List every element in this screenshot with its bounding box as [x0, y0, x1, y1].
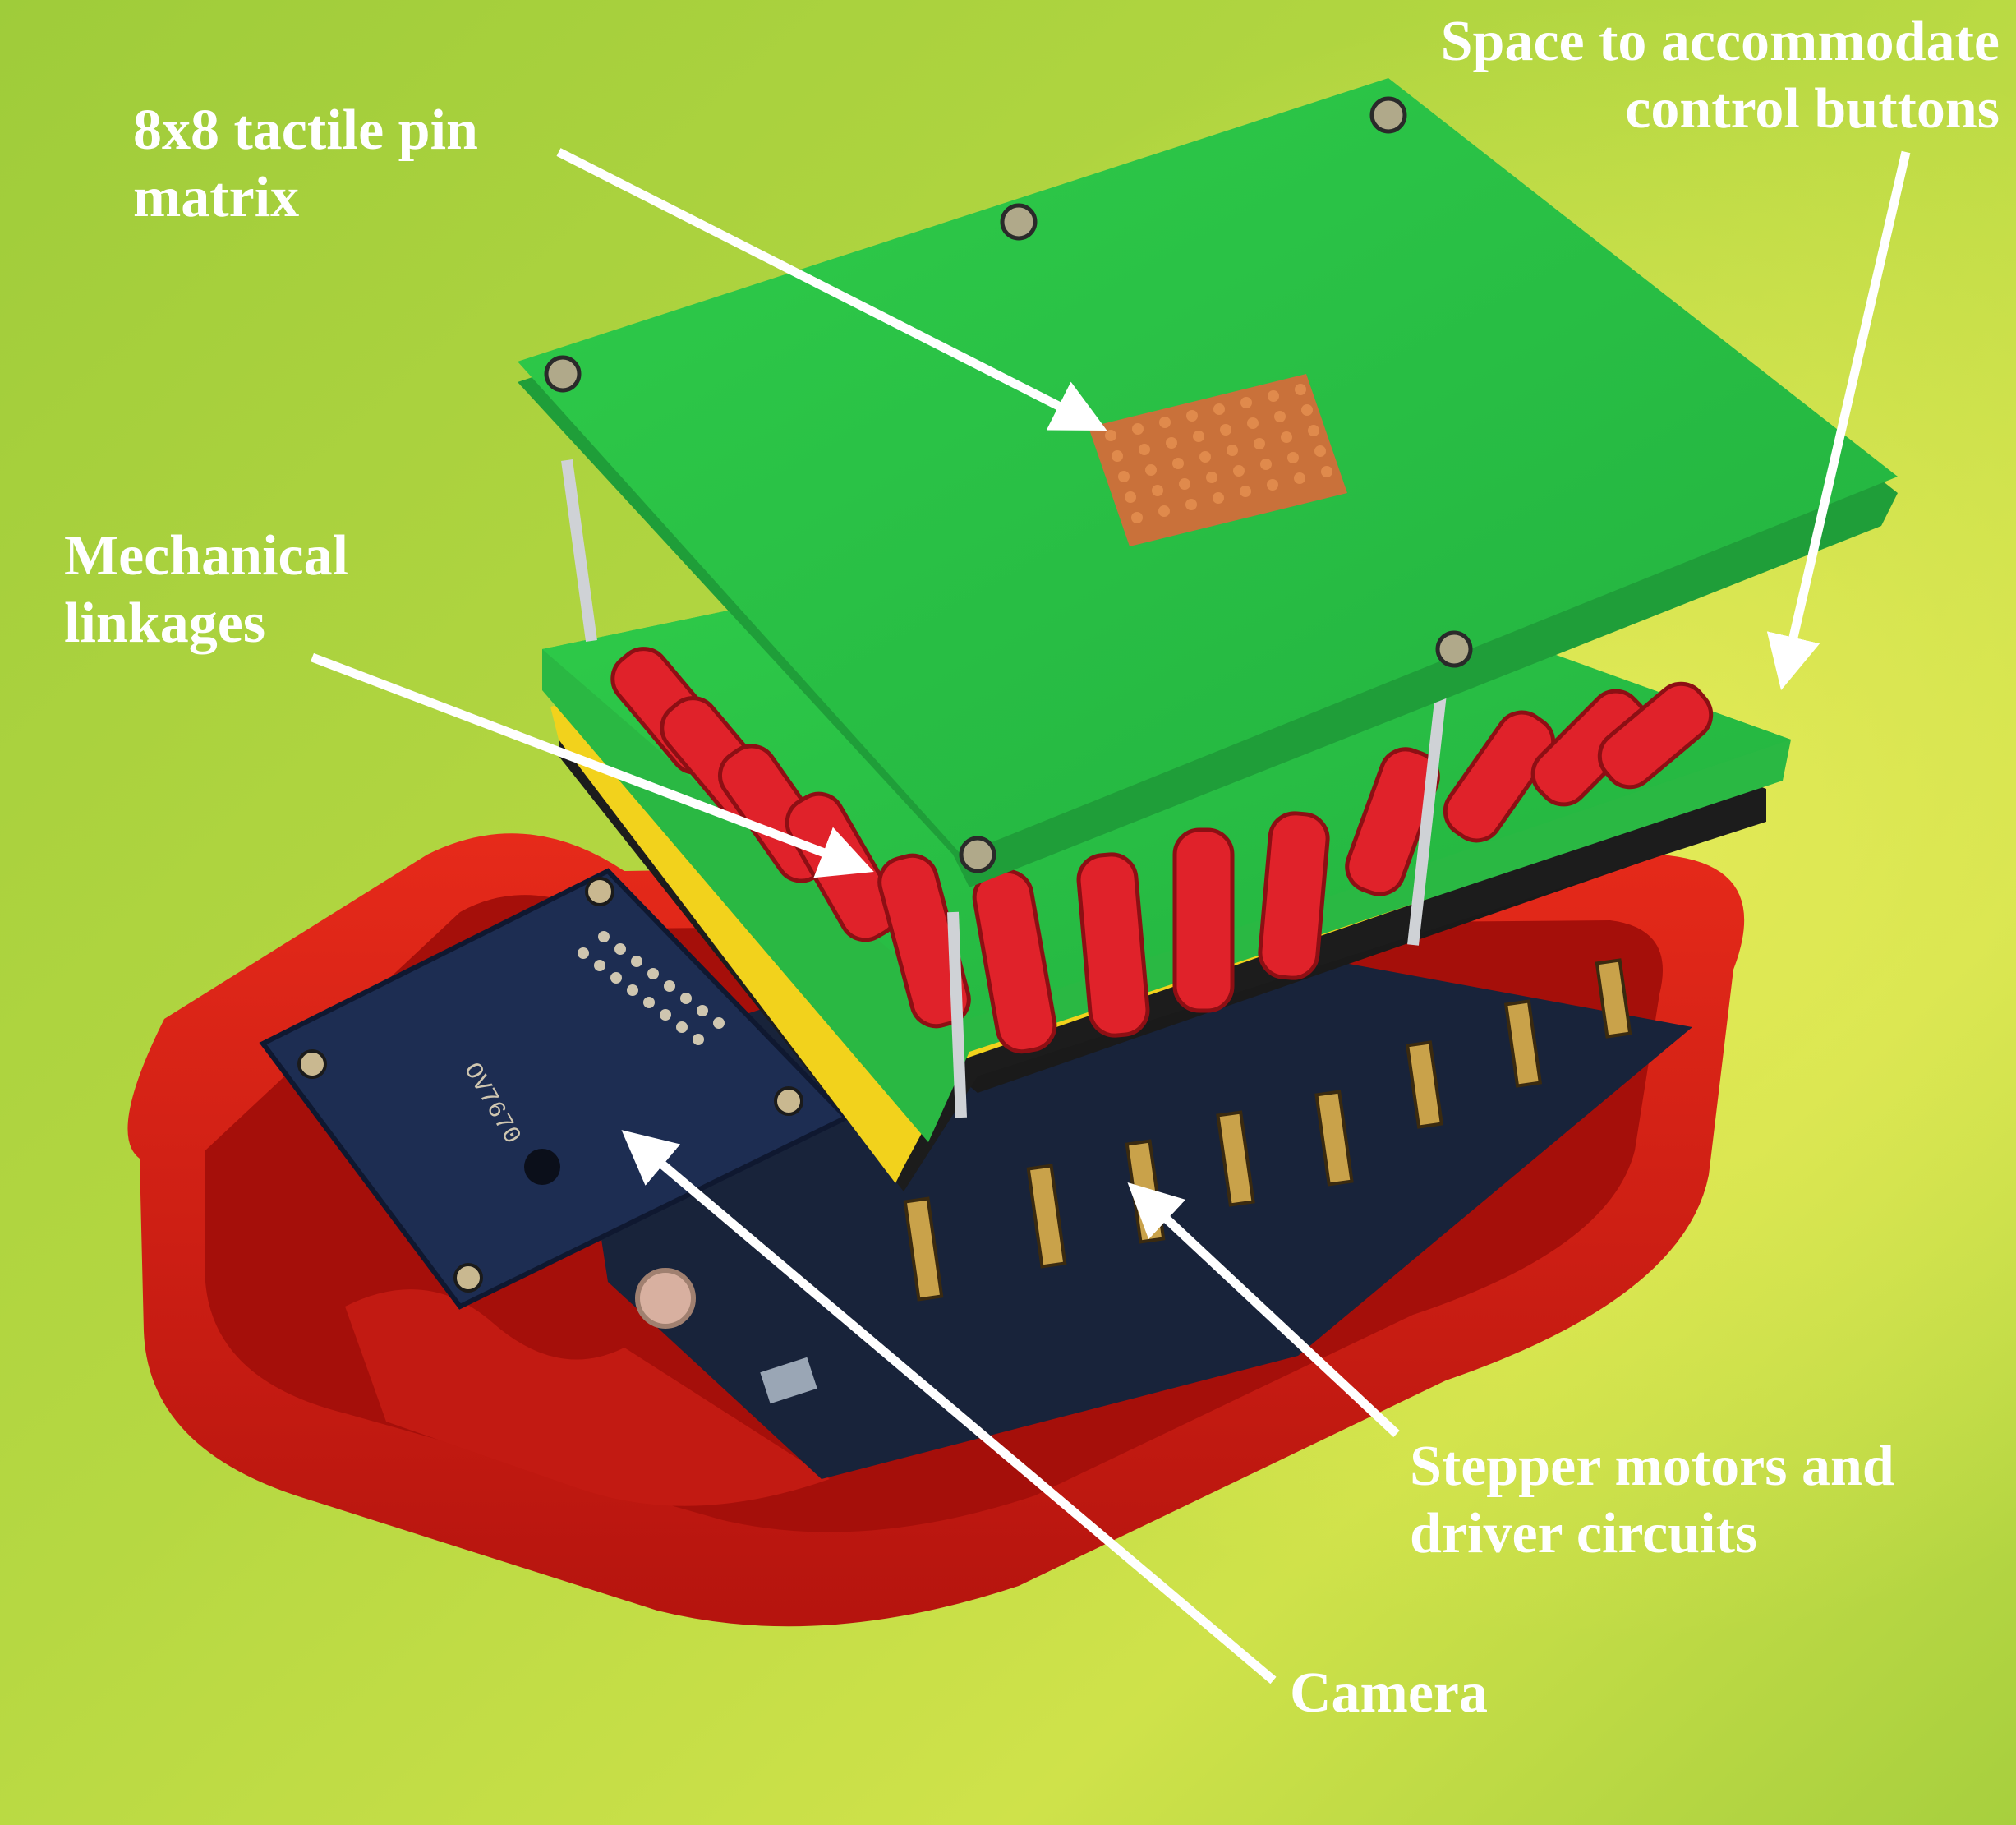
- arrow-linkages: [311, 652, 874, 878]
- label-pin-matrix: 8x8 tactile pin matrix: [133, 97, 478, 232]
- label-space-line1: Space to accommodate: [1440, 10, 2000, 73]
- label-linkages-line1: Mechanical: [64, 524, 349, 588]
- label-camera-line1: Camera: [1290, 1661, 1489, 1725]
- camera-module: OV7670: [259, 868, 851, 1310]
- arrow-camera: [621, 1130, 1277, 1684]
- tactile-pin-matrix: [1089, 374, 1347, 546]
- label-mechanical-linkages: Mechanical linkages: [64, 523, 348, 657]
- arrow-pin-matrix: [556, 148, 1107, 431]
- label-linkages-line2: linkages: [64, 592, 266, 655]
- label-camera: Camera: [1290, 1660, 1488, 1727]
- label-motors-line2: driver circuits: [1410, 1502, 1758, 1565]
- stepper-motors: [903, 958, 1632, 1302]
- label-pin-matrix-line2: matrix: [133, 166, 300, 229]
- label-space-for-buttons: Space to accommodate control buttons: [1441, 8, 2000, 143]
- label-space-line2: control buttons: [1625, 77, 2000, 141]
- label-stepper-motors: Stepper motors and driver circuits: [1410, 1433, 1894, 1568]
- label-pin-matrix-line1: 8x8 tactile pin: [133, 99, 478, 162]
- arrow-space-buttons: [1766, 150, 1911, 691]
- label-motors-line1: Stepper motors and: [1410, 1435, 1894, 1498]
- arrow-motors: [1127, 1182, 1400, 1438]
- annotation-arrows: [311, 148, 1911, 1684]
